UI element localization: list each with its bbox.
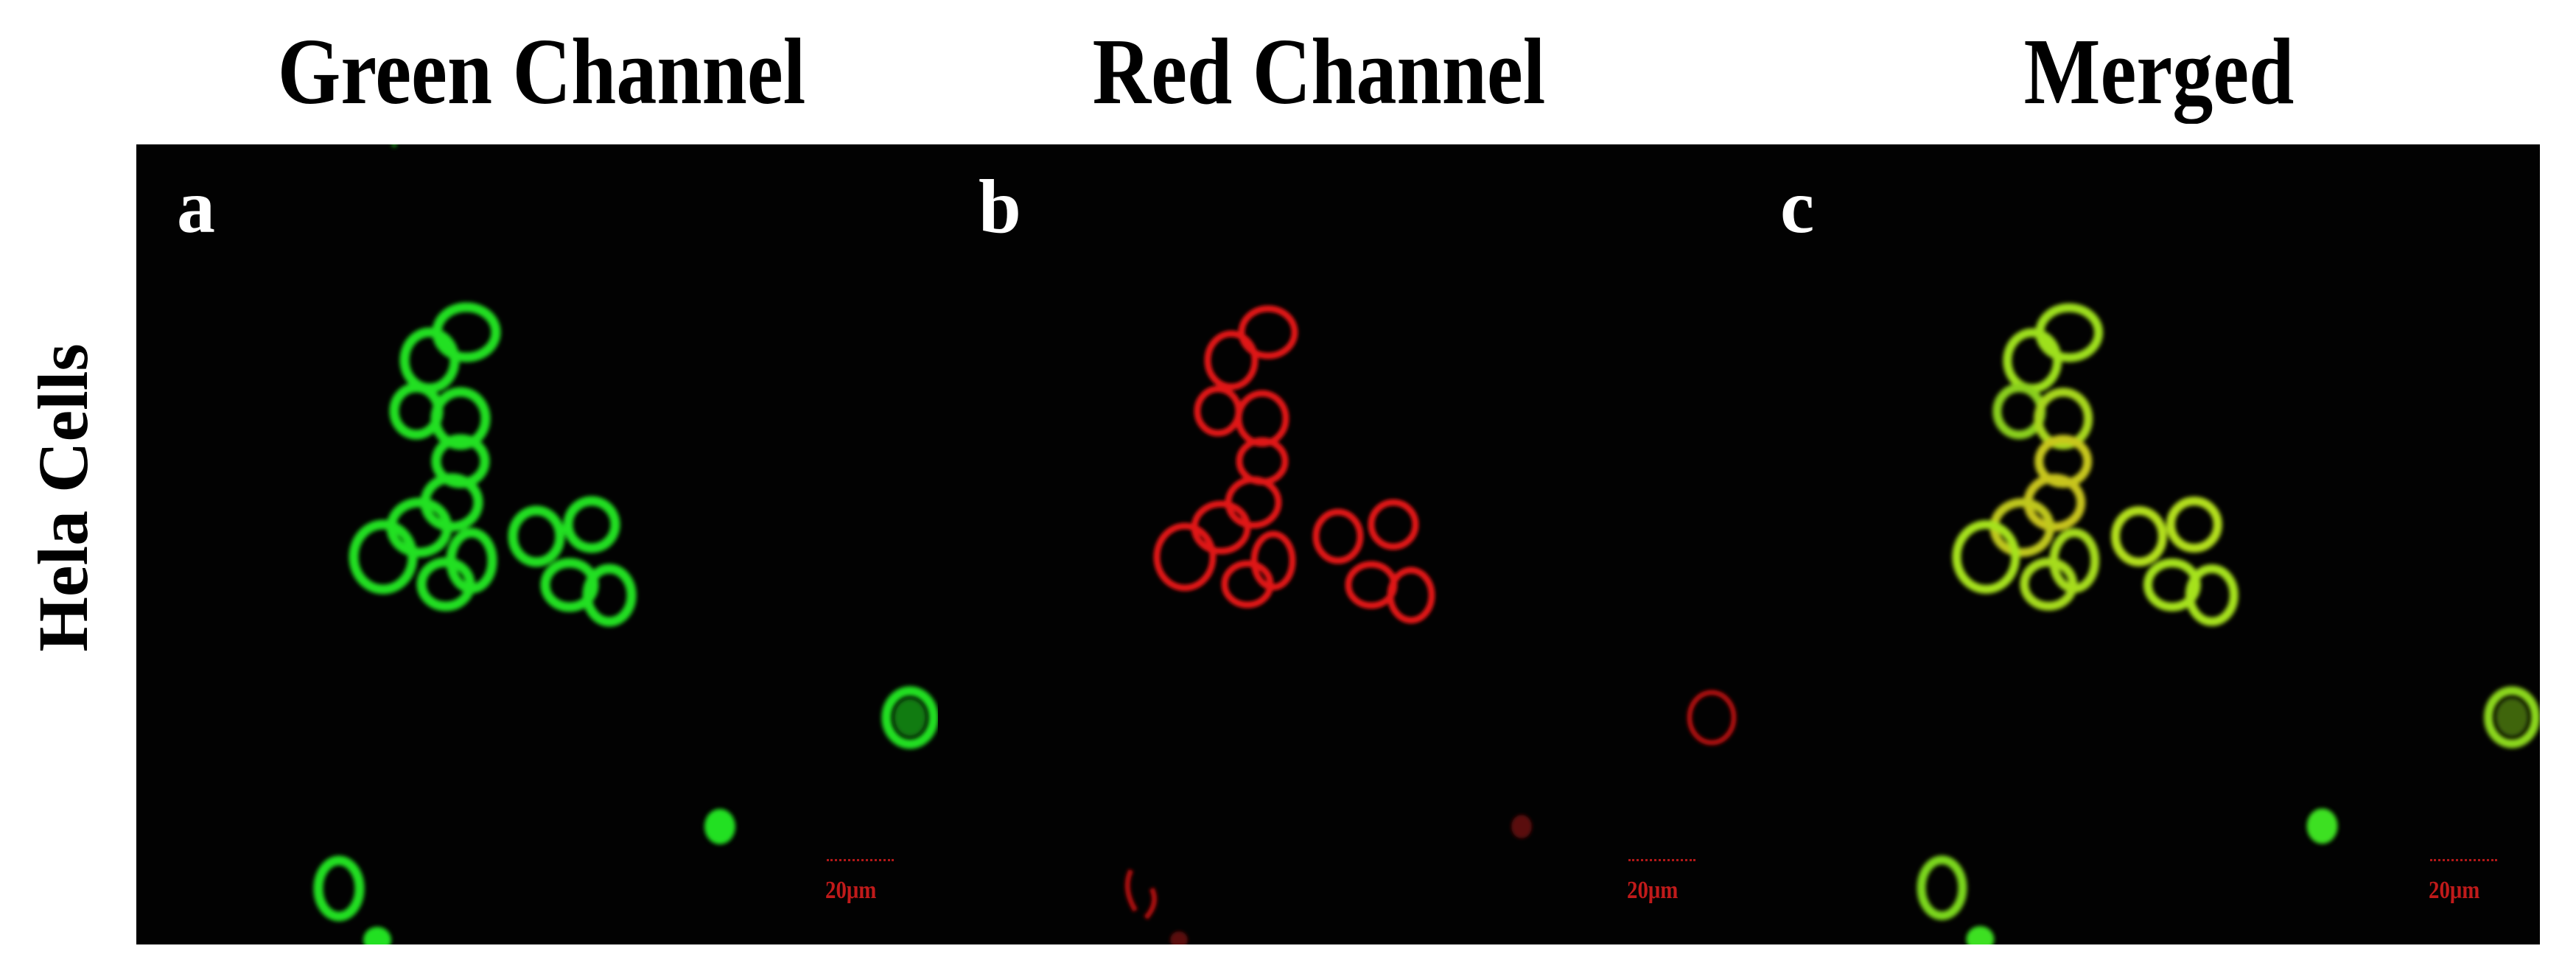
panel-label-a: a (177, 164, 215, 249)
scale-bar-line (2430, 859, 2497, 863)
merged-cells-image (1917, 303, 2540, 944)
scale-bar-label: 20μm (825, 877, 877, 904)
scale-bar: 20μm (825, 859, 895, 905)
red-cells-image (1124, 305, 1737, 944)
scale-bar: 20μm (2429, 859, 2499, 905)
panel-label-c: c (1780, 164, 1815, 249)
panel-red-channel: b 20μm (938, 144, 1740, 944)
row-label-text: Hela Cells (23, 343, 102, 652)
panel-green-channel: a 20μm (136, 144, 938, 944)
micrograph-figure: a 20μm (136, 144, 2540, 944)
scale-bar-label: 20μm (1627, 877, 1679, 904)
column-title-green: Green Channel (277, 19, 806, 124)
scale-bar-line (827, 859, 894, 863)
column-title-red: Red Channel (1092, 19, 1546, 124)
scale-bar-label: 20μm (2429, 877, 2480, 904)
row-label: Hela Cells (22, 324, 103, 670)
panel-merged: c 20μm (1740, 144, 2540, 944)
scale-bar-line (1628, 859, 1695, 863)
column-title-merged: Merged (2023, 19, 2295, 124)
panel-label-b: b (979, 164, 1021, 249)
green-cells-image (313, 144, 938, 944)
scale-bar: 20μm (1627, 859, 1697, 905)
